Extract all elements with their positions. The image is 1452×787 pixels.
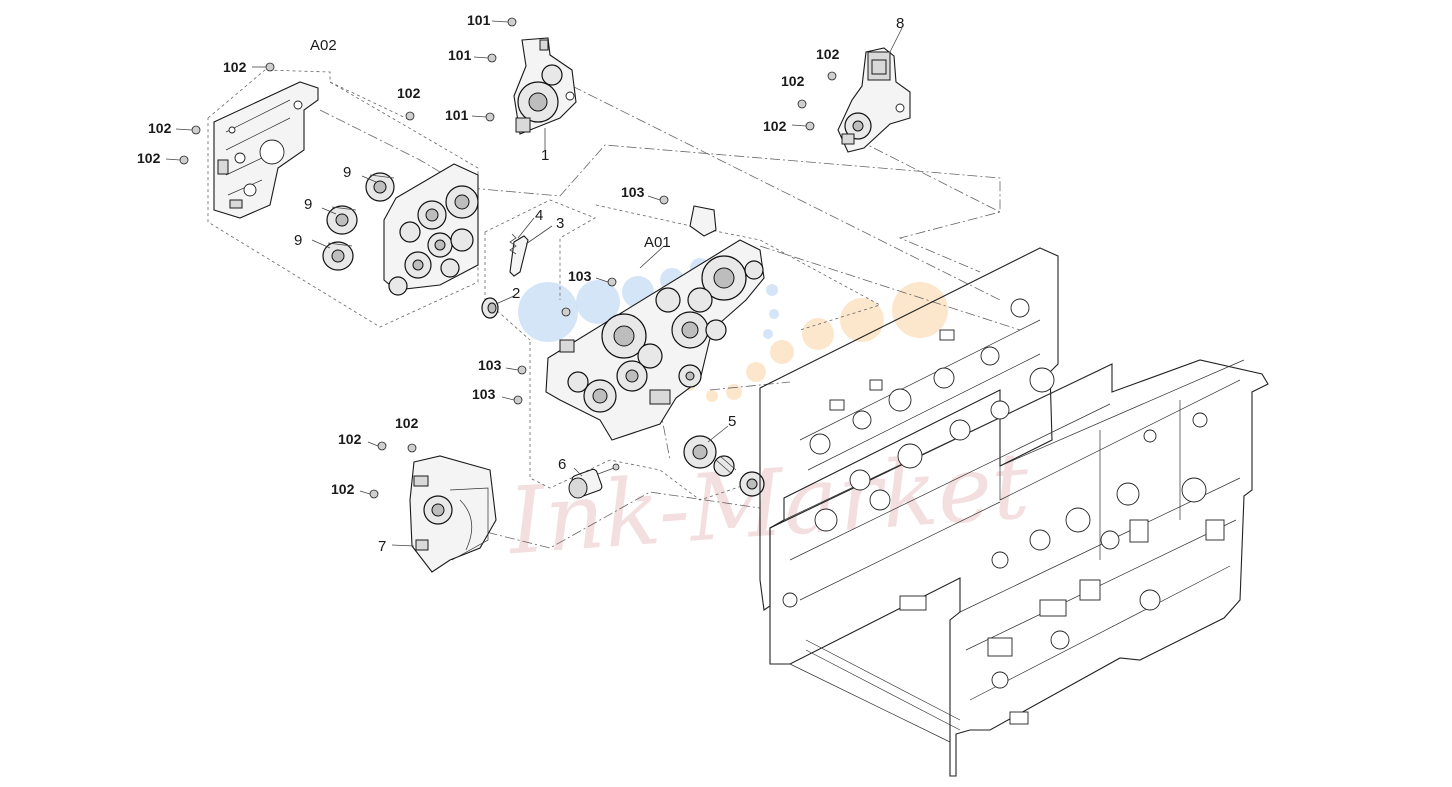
- part-3-lever: [509, 235, 529, 277]
- screw-102-f: [797, 99, 807, 109]
- screw-101-c: [471, 112, 495, 122]
- gear-9-top: [365, 172, 395, 202]
- screw-102-i: [367, 441, 387, 451]
- screw-102-b: [405, 111, 415, 121]
- label-102-b: 102: [397, 85, 421, 101]
- part-7-side-drive: [409, 455, 497, 573]
- label-part-2: 2: [512, 285, 520, 302]
- label-102-a: 102: [223, 59, 247, 75]
- screw-103-b: [595, 277, 617, 287]
- part-4-spring: [509, 233, 517, 255]
- callout-labels: A02 A01 101 101 101 102 102 102 102 102 …: [137, 12, 904, 555]
- part-a02-side-plate: [213, 81, 479, 296]
- watermark-text: Ink-Market: [503, 432, 1033, 575]
- label-102-e: 102: [816, 46, 840, 62]
- screw-102-h: [407, 443, 417, 453]
- label-part-9-bottom: 9: [294, 232, 302, 249]
- screw-102-e: [827, 71, 837, 81]
- part-2-coupling: [481, 297, 499, 319]
- gear-9-middle: [326, 205, 358, 235]
- screw-102-j: [359, 489, 379, 499]
- main-chassis-frame: [759, 247, 1269, 777]
- label-part-6: 6: [558, 456, 566, 473]
- screw-101-b: [473, 53, 497, 63]
- label-part-9-top: 9: [343, 164, 351, 181]
- label-102-f: 102: [781, 73, 805, 89]
- label-part-5: 5: [728, 413, 736, 430]
- label-part-1: 1: [541, 147, 549, 164]
- label-102-i: 102: [338, 431, 362, 447]
- label-102-d: 102: [137, 150, 161, 166]
- label-part-4: 4: [535, 207, 543, 224]
- part-5-gear-clutch: [683, 435, 765, 497]
- part-leaders: [311, 27, 903, 547]
- label-102-c: 102: [148, 120, 172, 136]
- label-103-b: 103: [568, 268, 592, 284]
- label-101-a: 101: [467, 12, 491, 28]
- screw-102-c: [175, 125, 201, 135]
- gear-9-bottom: [322, 241, 354, 271]
- label-102-g: 102: [763, 118, 787, 134]
- screw-103-a: [647, 195, 669, 205]
- gear-9-parts: [322, 172, 395, 271]
- label-103-c: 103: [478, 357, 502, 373]
- label-103-a: 103: [621, 184, 645, 200]
- label-a02: A02: [310, 37, 337, 54]
- screw-101-a: [491, 17, 517, 27]
- screw-103-d: [501, 395, 523, 405]
- part-8-motor-unit: [837, 47, 911, 153]
- leader-lines: [207, 69, 1021, 549]
- label-part-7: 7: [378, 538, 386, 555]
- screw-102-g: [791, 121, 815, 131]
- label-101-c: 101: [445, 107, 469, 123]
- screw-102-d: [165, 155, 189, 165]
- label-a01: A01: [644, 234, 671, 251]
- label-103-d: 103: [472, 386, 496, 402]
- label-part-9-middle: 9: [304, 196, 312, 213]
- label-102-j: 102: [331, 481, 355, 497]
- screw-103-c: [505, 365, 527, 375]
- label-102-h: 102: [395, 415, 419, 431]
- part-1-drive-bracket: [513, 37, 577, 135]
- screws: [165, 17, 837, 499]
- label-101-b: 101: [448, 47, 472, 63]
- part-a01-main-drive: [545, 205, 765, 441]
- part-6-motor: [568, 463, 620, 499]
- label-part-3: 3: [556, 215, 564, 232]
- screw-103-e: [561, 307, 571, 317]
- label-part-8: 8: [896, 15, 904, 32]
- screw-102-a: [252, 62, 275, 72]
